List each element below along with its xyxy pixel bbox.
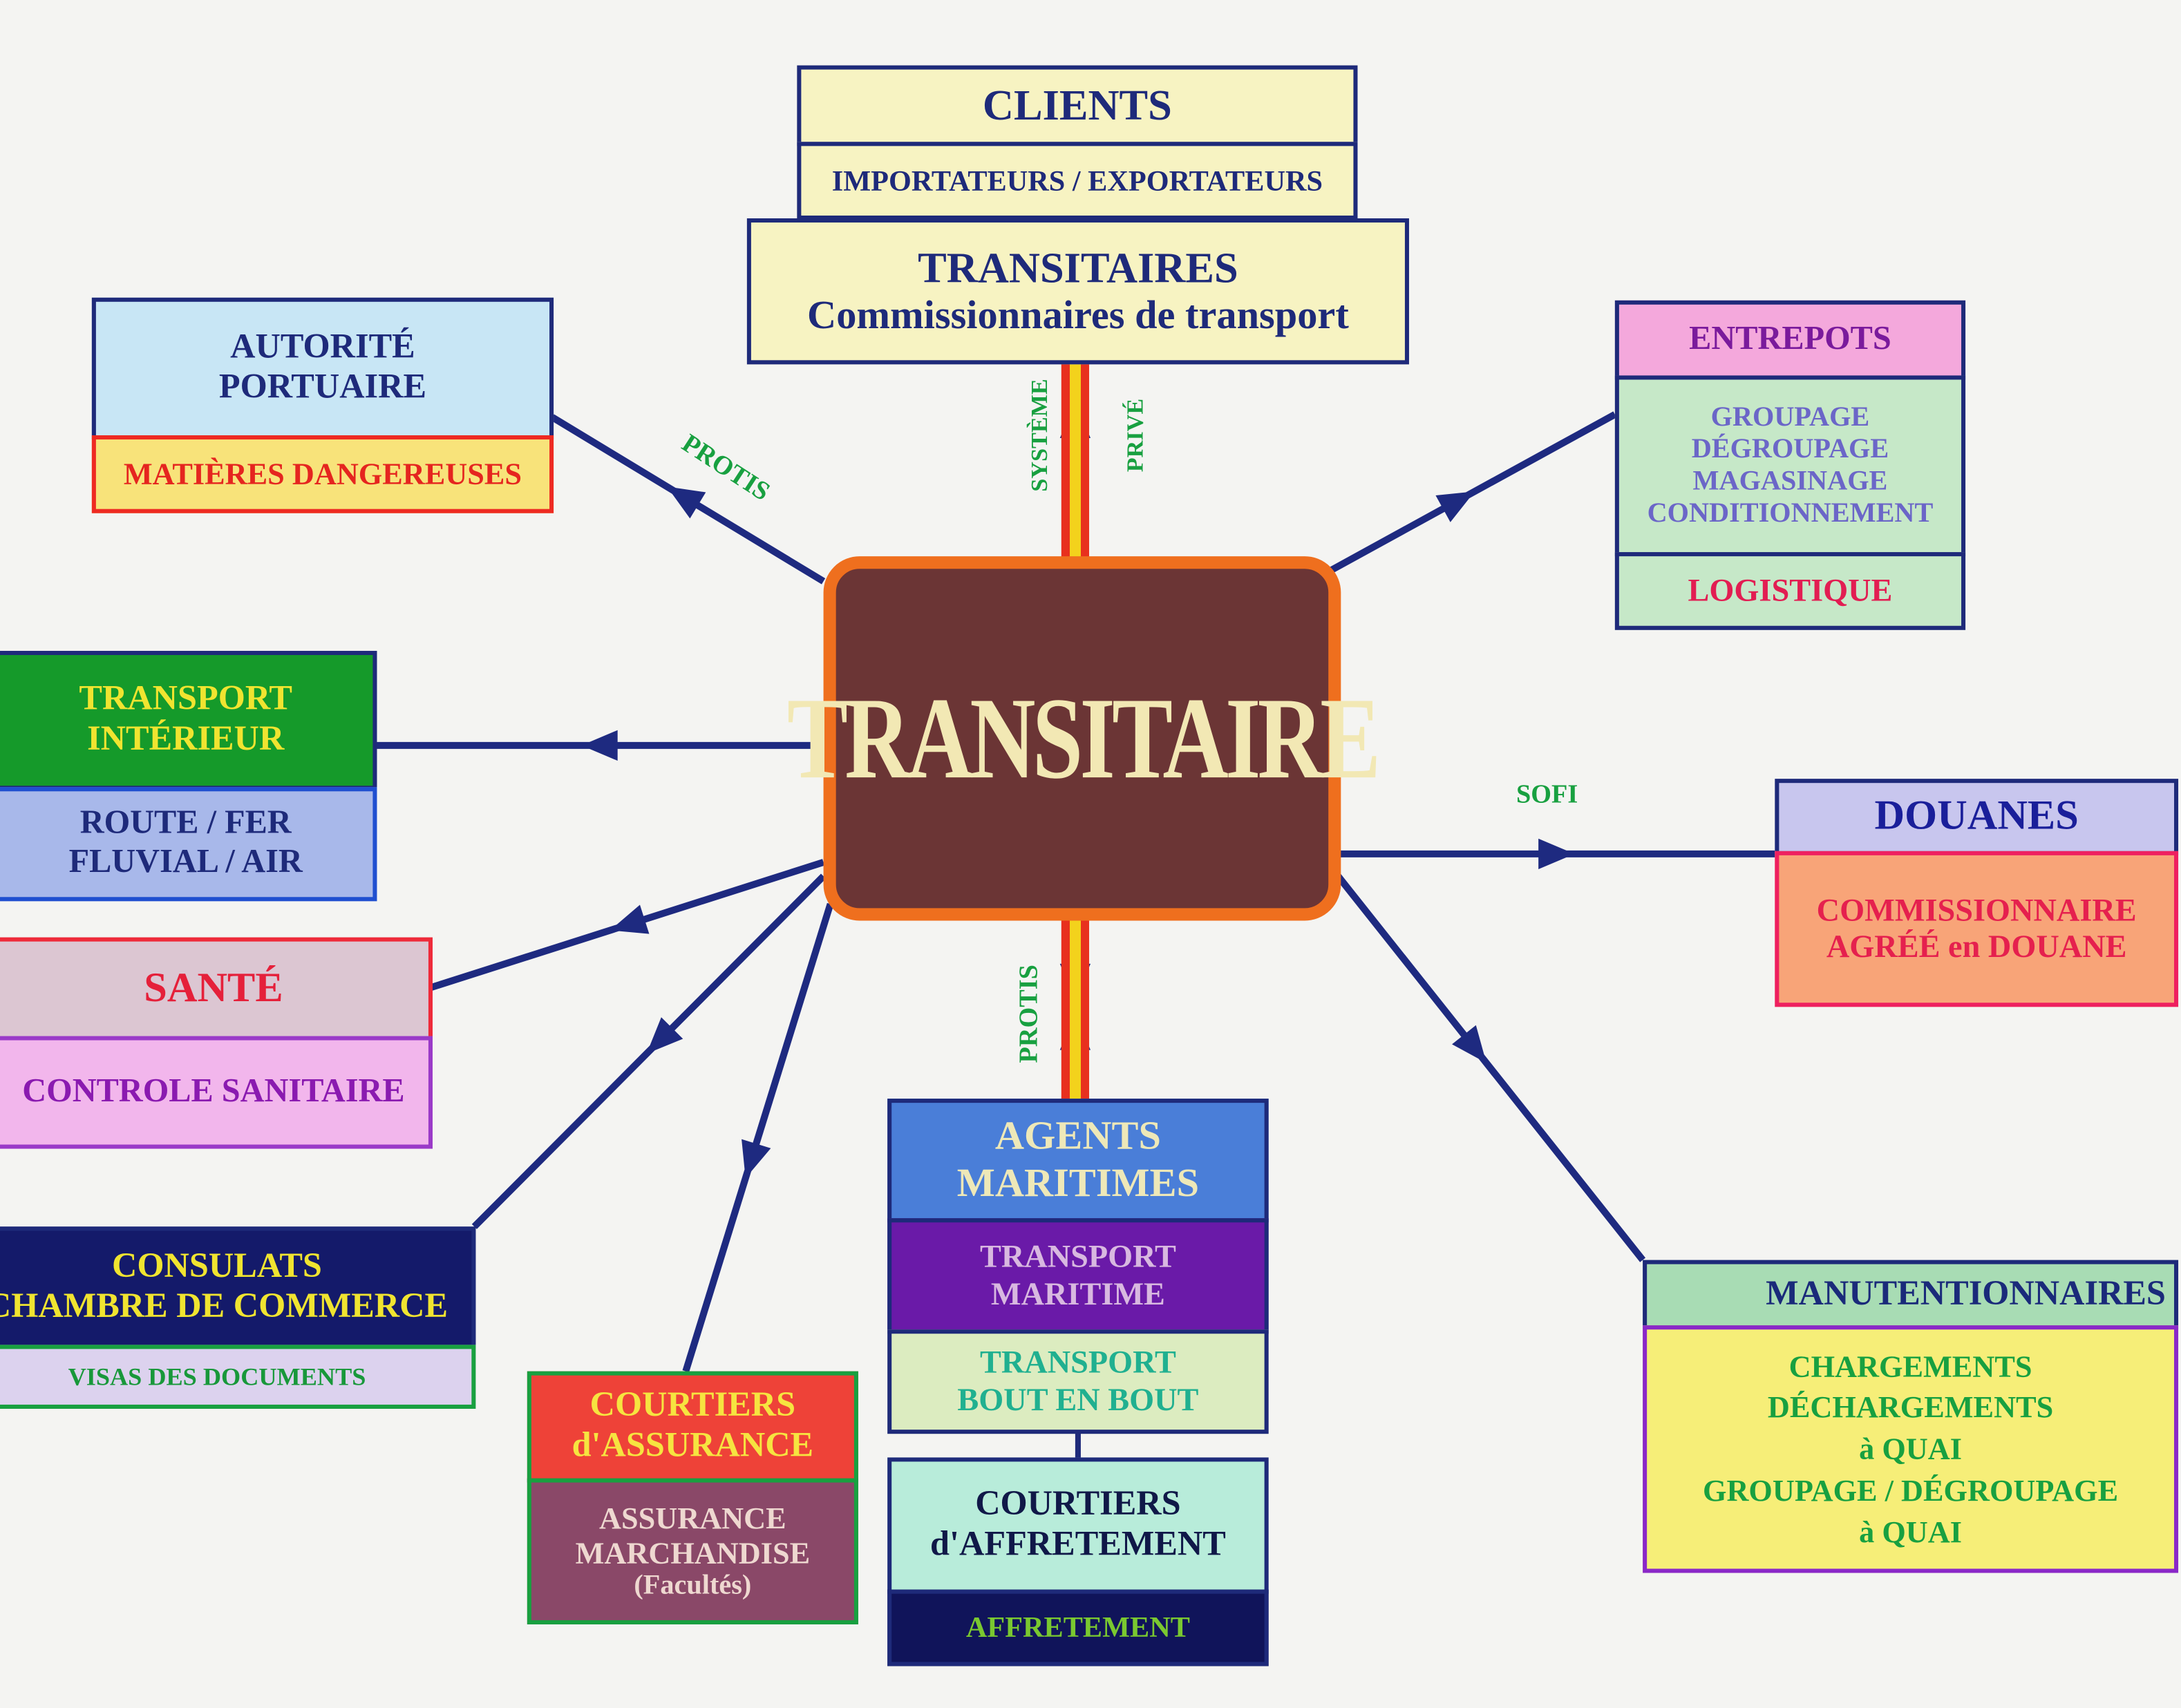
entrepots-header: ENTREPOTS bbox=[1614, 300, 1966, 380]
transitaires-subtitle: Commissionnaires de transport bbox=[807, 292, 1349, 338]
manutentionnaires-header: MANUTENTIONNAIRES bbox=[1643, 1260, 2179, 1330]
entrepots-item: MAGASINAGE bbox=[1692, 466, 1888, 497]
ca-sub1: ASSURANCE bbox=[599, 1500, 786, 1535]
agents-line1: AGENTS bbox=[994, 1114, 1161, 1159]
agents-low2: BOUT EN BOUT bbox=[957, 1381, 1199, 1417]
entrepots-items: GROUPAGE DÉGROUPAGE MAGASINAGE CONDITION… bbox=[1614, 375, 1966, 557]
agents-mid1: TRANSPORT bbox=[979, 1239, 1176, 1274]
bottom-link-bar bbox=[1061, 918, 1090, 1099]
entrepots-arrow-icon bbox=[1435, 491, 1475, 522]
center-node: TRANSITAIRE bbox=[787, 556, 1381, 921]
manutentionnaires-item: CHARGEMENTS bbox=[1788, 1348, 2032, 1384]
manutentionnaires-item: à QUAI bbox=[1859, 1431, 1962, 1466]
ca-line2: d'ASSURANCE bbox=[572, 1427, 814, 1465]
visas-box: VISAS DES DOCUMENTS bbox=[0, 1345, 476, 1409]
affretement-box: AFFRETEMENT bbox=[887, 1589, 1269, 1667]
douanes-sub2: AGRÉÉ en DOUANE bbox=[1826, 929, 2127, 964]
douanes-arrow-icon bbox=[1538, 838, 1575, 869]
affretement-connector bbox=[1075, 1432, 1081, 1461]
clients-title: CLIENTS bbox=[982, 81, 1172, 130]
sante-header: SANTÉ bbox=[0, 937, 433, 1041]
entrepots-item: DÉGROUPAGE bbox=[1691, 433, 1889, 465]
entrepots-item: GROUPAGE bbox=[1710, 401, 1870, 433]
matieres-box: MATIÈRES DANGEREUSES bbox=[91, 435, 554, 513]
transitaires-title: TRANSITAIRES bbox=[918, 243, 1238, 292]
entrepots-item: CONDITIONNEMENT bbox=[1647, 497, 1934, 529]
consulats-line2: CHAMBRE DE COMMERCE bbox=[0, 1287, 449, 1326]
entrepots-title: ENTREPOTS bbox=[1689, 321, 1891, 357]
top-link-bar bbox=[1061, 363, 1090, 558]
douanes-sub1: COMMISSIONNAIRE bbox=[1816, 892, 2137, 927]
autorite-line2: PORTUAIRE bbox=[218, 368, 427, 406]
ti-sub2: FLUVIAL / AIR bbox=[68, 844, 303, 881]
caf-line2: d'AFFRETEMENT bbox=[930, 1526, 1226, 1564]
controle-label: CONTROLE SANITAIRE bbox=[22, 1073, 405, 1110]
courtiers-assurance-connector bbox=[682, 902, 834, 1373]
manutentionnaires-title: MANUTENTIONNAIRES bbox=[1766, 1274, 2166, 1313]
sante-arrow-icon bbox=[610, 904, 650, 934]
logistique-label: LOGISTIQUE bbox=[1688, 572, 1893, 608]
matieres-label: MATIÈRES DANGEREUSES bbox=[123, 456, 522, 492]
controle-box: CONTROLE SANITAIRE bbox=[0, 1036, 433, 1149]
affretement-label: AFFRETEMENT bbox=[965, 1611, 1190, 1644]
ca-sub2: MARCHANDISE bbox=[575, 1535, 811, 1571]
ti-line1: TRANSPORT bbox=[79, 680, 293, 719]
manutentionnaires-arrow-icon bbox=[1452, 1025, 1486, 1063]
bottom-link-label: PROTIS bbox=[1014, 965, 1044, 1063]
agents-low1: TRANSPORT bbox=[979, 1345, 1176, 1380]
courtiers-assurance-arrow-icon bbox=[742, 1139, 771, 1179]
clients-sub: IMPORTATEURS / EXPORTATEURS bbox=[797, 142, 1358, 220]
manutentionnaires-items: CHARGEMENTS DÉCHARGEMENTS à QUAI GROUPAG… bbox=[1643, 1325, 2179, 1573]
clients-subtitle: IMPORTATEURS / EXPORTATEURS bbox=[831, 164, 1323, 198]
sante-title: SANTÉ bbox=[144, 965, 283, 1011]
logistique-box: LOGISTIQUE bbox=[1614, 552, 1966, 630]
ca-sub3: (Facultés) bbox=[634, 1571, 752, 1602]
sofi-label: SOFI bbox=[1516, 780, 1578, 810]
consulats-line1: CONSULATS bbox=[112, 1247, 322, 1286]
ti-line2: INTÉRIEUR bbox=[87, 720, 285, 758]
visas-label: VISAS DES DOCUMENTS bbox=[68, 1362, 366, 1391]
center-label: TRANSITAIRE bbox=[786, 674, 1381, 804]
consulats-arrow-icon bbox=[646, 1017, 683, 1054]
clients-header: CLIENTS bbox=[797, 65, 1358, 146]
autorite-line1: AUTORITÉ bbox=[230, 328, 415, 366]
caf-line1: COURTIERS bbox=[975, 1486, 1181, 1524]
douanes-header: DOUANES bbox=[1775, 779, 2179, 855]
ca-line1: COURTIERS bbox=[589, 1387, 796, 1425]
agents-mid2: MARITIME bbox=[990, 1275, 1165, 1311]
agents-line2: MARITIMES bbox=[956, 1160, 1200, 1206]
top-link-left-label: SYSTÈME bbox=[1026, 379, 1052, 492]
manutentionnaires-item: DÉCHARGEMENTS bbox=[1767, 1389, 2054, 1425]
manutentionnaires-item: à QUAI bbox=[1859, 1513, 1962, 1549]
transport-interieur-arrow-icon bbox=[581, 730, 618, 761]
douanes-title: DOUANES bbox=[1874, 793, 2079, 839]
manutentionnaires-connector bbox=[1335, 873, 1646, 1262]
manutentionnaires-item: GROUPAGE / DÉGROUPAGE bbox=[1703, 1472, 2119, 1508]
ti-sub1: ROUTE / FER bbox=[79, 806, 292, 842]
autorite-arrow-icon bbox=[667, 486, 706, 519]
top-link-right-label: PRIVÉ bbox=[1122, 398, 1149, 473]
